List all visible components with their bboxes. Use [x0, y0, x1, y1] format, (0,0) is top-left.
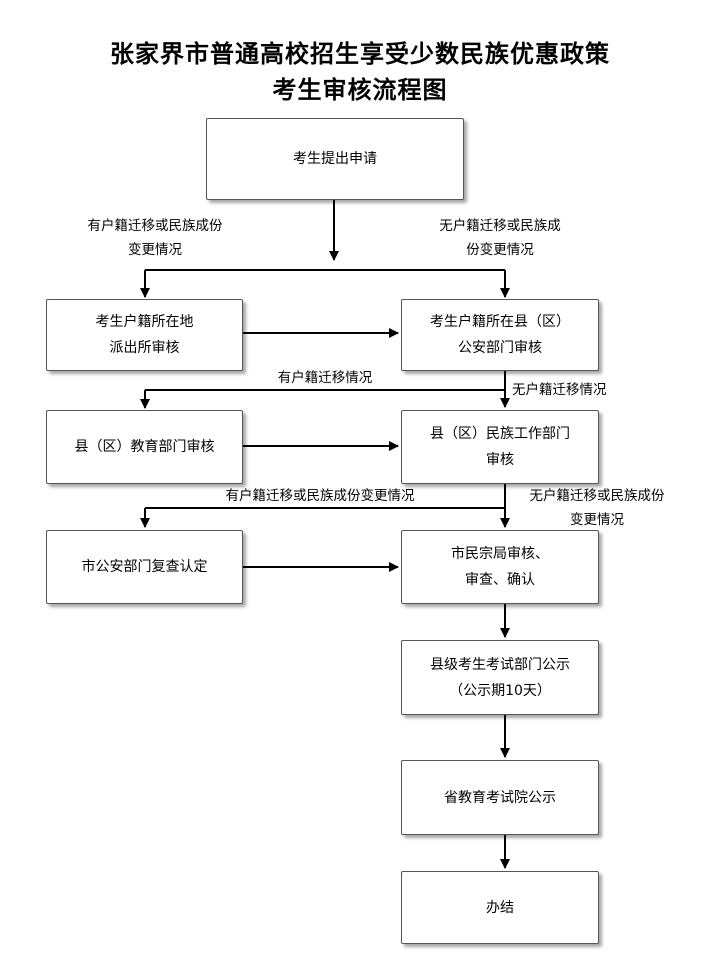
- node-submit-application: 考生提出申请: [206, 118, 464, 200]
- edge-label-right-3: 无户籍迁移或民族成份 变更情况: [508, 484, 686, 532]
- node-city-police-recheck: 市公安部门复查认定: [46, 530, 243, 604]
- edge-label-line: 有户籍迁移或民族成份变更情况: [225, 488, 415, 504]
- edge-label-line: 无户籍迁移或民族成份: [529, 488, 665, 504]
- edge-label-line: 有户籍迁移情况: [277, 370, 373, 386]
- node-line: 县（区）教育部门审核: [74, 439, 215, 455]
- node-line: 考生提出申请: [293, 151, 377, 167]
- node-line: 派出所审核: [109, 340, 180, 356]
- node-line: 市民宗局审核、: [451, 546, 549, 562]
- edge-label-right-1: 无户籍迁移或民族成 份变更情况: [395, 214, 605, 262]
- edge-label-line: 无户籍迁移情况: [512, 382, 607, 398]
- edge-label-line: 变更情况: [128, 242, 182, 258]
- node-police-station-review: 考生户籍所在地 派出所审核: [46, 299, 243, 371]
- node-province-exam-publicity: 省教育考试院公示: [401, 760, 599, 835]
- edge-label-line: 有户籍迁移或民族成份: [87, 218, 223, 234]
- node-line: 考生户籍所在县（区）: [430, 314, 570, 330]
- edge-label-left-1: 有户籍迁移或民族成份 变更情况: [55, 214, 255, 262]
- edge-label-line: 无户籍迁移或民族成: [439, 218, 561, 234]
- node-line: 市公安部门复查认定: [81, 559, 208, 575]
- diagram-title: 张家界市普通高校招生享受少数民族优惠政策: [110, 40, 610, 68]
- edge-label-right-2: 无户籍迁移情况: [512, 378, 642, 402]
- node-city-ethnic-bureau-review: 市民宗局审核、 审查、确认: [401, 530, 599, 604]
- node-line: 公安部门审核: [458, 340, 542, 356]
- node-line: 考生户籍所在地: [95, 314, 194, 330]
- edge-label-left-2: 有户籍迁移情况: [250, 366, 400, 390]
- node-line: （公示期10天）: [449, 682, 551, 699]
- edge-label-line: 份变更情况: [466, 242, 534, 258]
- node-line: 县级考生考试部门公示: [430, 656, 570, 673]
- node-completed: 办结: [401, 871, 599, 944]
- edge-label-line: 变更情况: [570, 512, 624, 528]
- node-county-ethnic-review: 县（区）民族工作部门 审核: [401, 410, 599, 484]
- node-county-education-review: 县（区）教育部门审核: [46, 410, 243, 484]
- node-county-exam-publicity: 县级考生考试部门公示 （公示期10天）: [401, 640, 599, 715]
- node-line: 办结: [486, 899, 514, 916]
- node-line: 审查、确认: [465, 572, 535, 588]
- node-line: 省教育考试院公示: [444, 789, 556, 806]
- node-line: 审核: [486, 452, 514, 468]
- node-county-police-review: 考生户籍所在县（区） 公安部门审核: [401, 299, 599, 371]
- diagram-subtitle: 考生审核流程图: [272, 76, 448, 104]
- edge-label-left-3: 有户籍迁移或民族成份变更情况: [190, 484, 450, 508]
- node-line: 县（区）民族工作部门: [430, 426, 570, 442]
